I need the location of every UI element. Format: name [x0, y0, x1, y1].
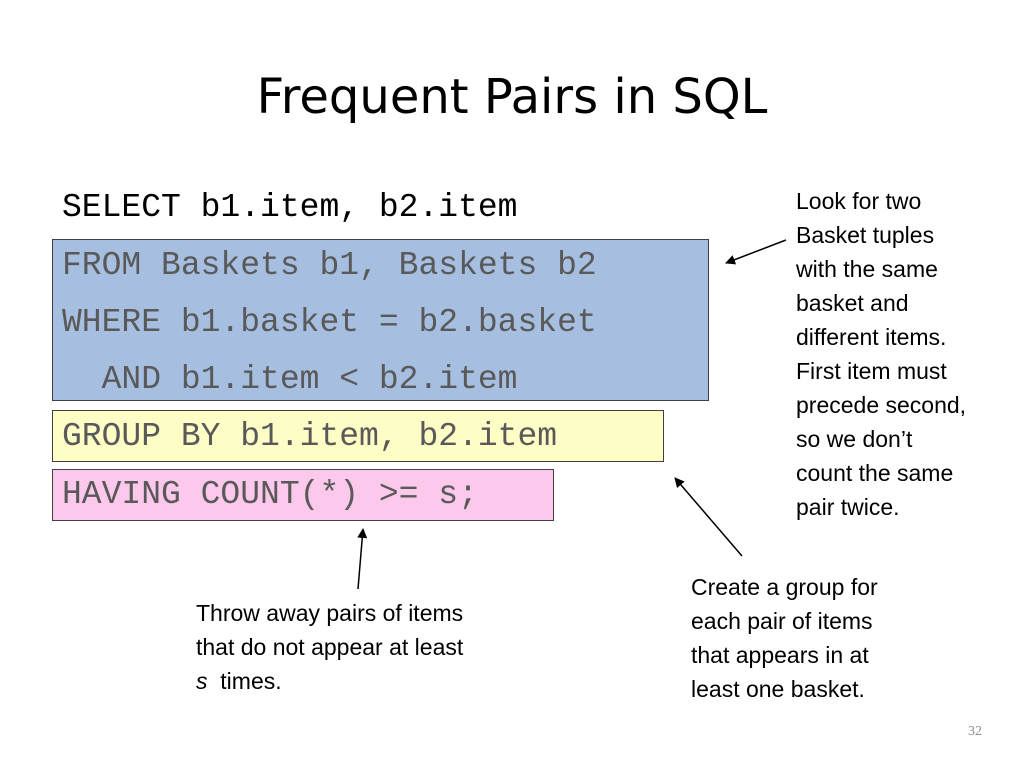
note-line: precede second, [796, 392, 967, 418]
arrow-to-having [357, 528, 368, 590]
note-text: times. [207, 668, 282, 694]
note-line: Look for two [796, 188, 922, 214]
group-by-highlight-box [52, 410, 664, 462]
slide-title: Frequent Pairs in SQL [256, 69, 768, 125]
arrow-to-from-where [725, 239, 787, 265]
sql-select-line: SELECT b1.item, b2.item [62, 189, 518, 226]
from-where-annotation: Look for two Basket tuples with the same… [796, 184, 966, 524]
note-line: pair twice. [796, 494, 900, 520]
note-line: each pair of items [691, 608, 873, 634]
page-number: 32 [968, 724, 982, 739]
arrow-to-group-by [674, 477, 743, 557]
note-line: different items. [796, 324, 947, 350]
note-line: First item must [796, 358, 947, 384]
note-line: so we don’t [796, 426, 913, 452]
note-line: that do not appear at least [196, 634, 464, 660]
note-line: with the same [796, 256, 938, 282]
note-line: s times. [196, 664, 463, 698]
having-highlight-box [52, 469, 554, 521]
sql-where-line: WHERE b1.basket = b2.basket [62, 304, 597, 341]
note-line: least one basket. [691, 676, 865, 702]
threshold-variable: s [196, 668, 208, 694]
sql-from-line: FROM Baskets b1, Baskets b2 [62, 247, 597, 284]
from-where-highlight-box [52, 239, 709, 401]
group-by-annotation: Create a group for each pair of items th… [691, 570, 878, 706]
sql-having-line: HAVING COUNT(*) >= s; [62, 476, 478, 513]
note-line: that appears in at [691, 642, 869, 668]
note-line: count the same [796, 460, 954, 486]
sql-group-by-line: GROUP BY b1.item, b2.item [62, 418, 558, 455]
note-line: Create a group for [691, 574, 878, 600]
sql-and-line: AND b1.item < b2.item [62, 361, 518, 398]
note-line: Basket tuples [796, 222, 935, 248]
having-annotation: Throw away pairs of items that do not ap… [196, 596, 463, 698]
note-line: basket and [796, 290, 909, 316]
note-line: Throw away pairs of items [196, 600, 464, 626]
